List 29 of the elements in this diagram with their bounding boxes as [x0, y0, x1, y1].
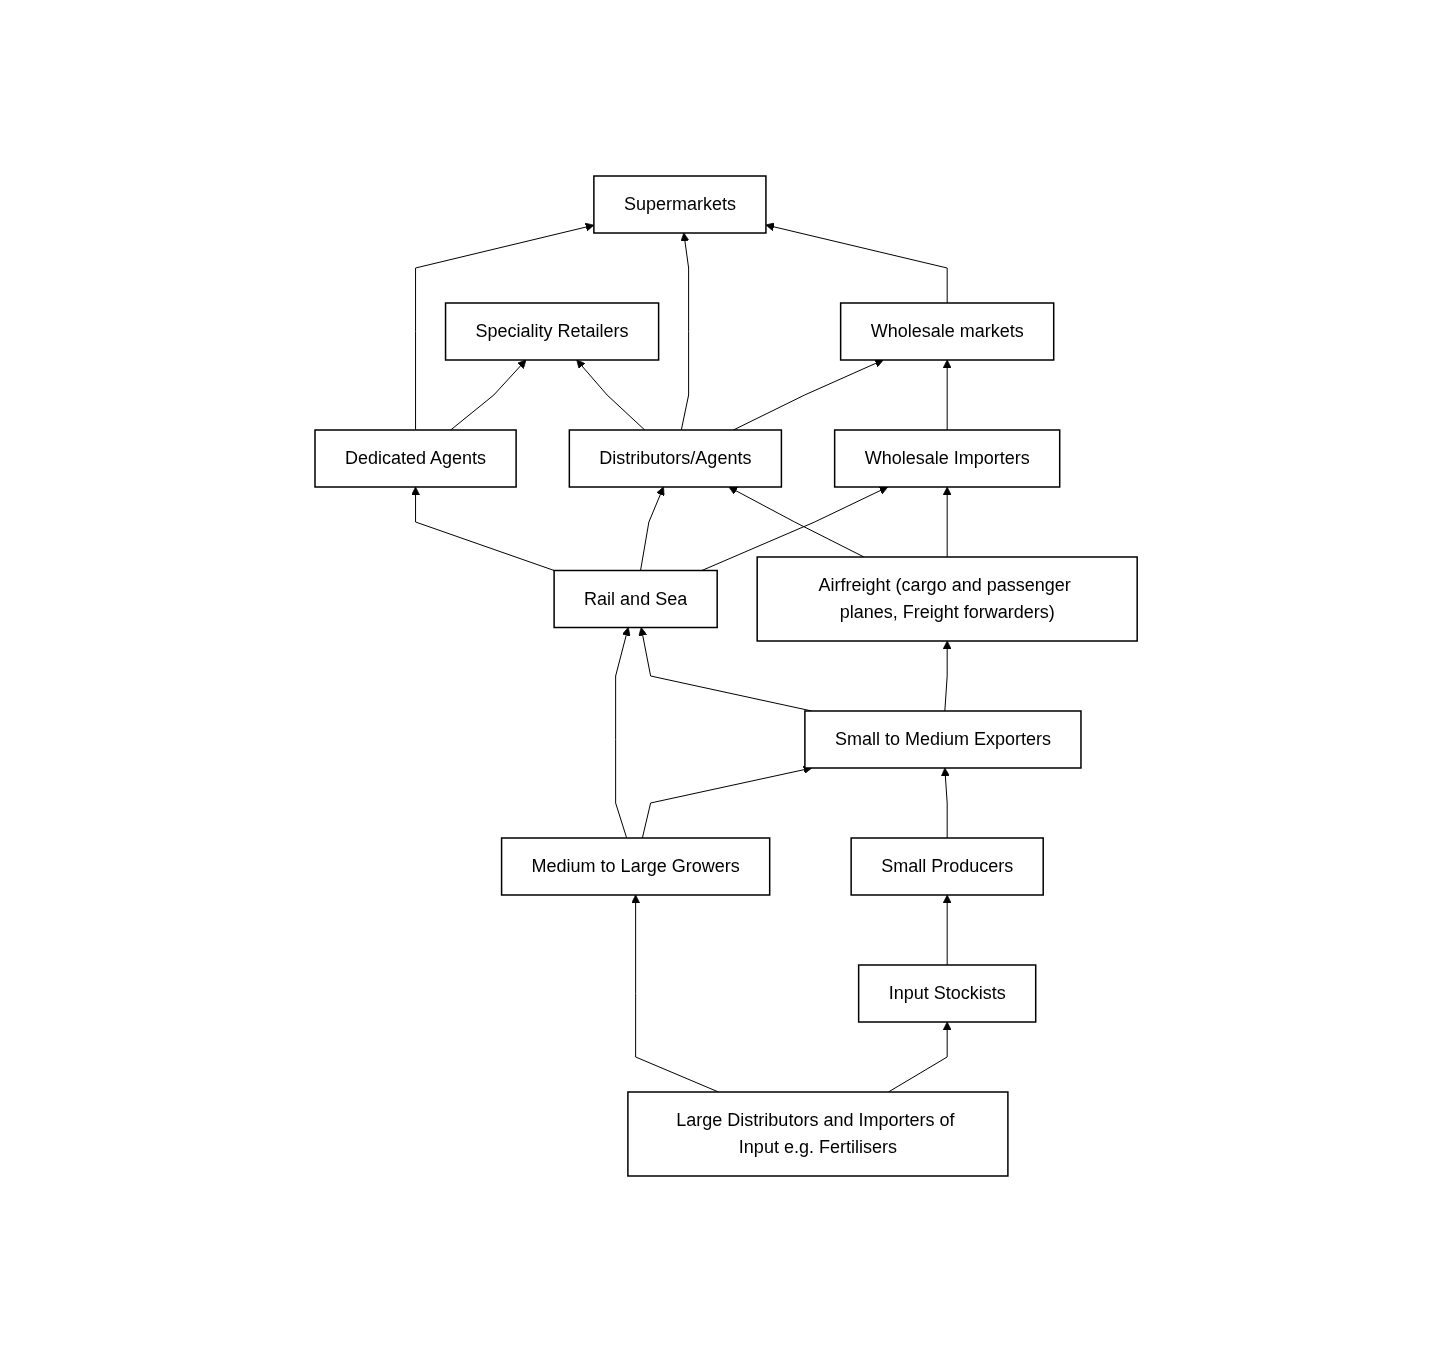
arrow: [943, 640, 952, 712]
arrow: [680, 232, 690, 431]
arrow: [943, 359, 952, 431]
arrow: [941, 767, 951, 839]
node-box: Large Distributors and Importers of Input e.g. Fertilisers: [627, 1091, 1010, 1177]
arrow: [415, 222, 595, 431]
arrow: [576, 359, 646, 431]
node-box: Small to Medium Exporters: [804, 710, 1083, 769]
node-box: Wholesale Importers: [834, 429, 1061, 488]
node-box: Airfreight (cargo and passenger planes, Freight forwarders): [756, 556, 1139, 642]
node-box: Supermarkets: [593, 175, 768, 234]
node-box: Dedicated Agents: [314, 429, 518, 488]
arrow: [733, 359, 884, 431]
arrow: [701, 486, 889, 571]
arrow: [411, 486, 556, 571]
arrow: [640, 486, 665, 571]
arrow: [728, 486, 865, 558]
node-box: Distributors/Agents: [569, 429, 783, 488]
arrow: [615, 627, 631, 839]
arrow: [943, 486, 952, 558]
arrow: [450, 359, 527, 431]
node-box: Small Producers: [850, 837, 1045, 896]
arrow: [888, 1021, 952, 1093]
arrow: [943, 894, 952, 966]
node-box: Rail and Sea: [553, 569, 719, 629]
node-box: Input Stockists: [858, 964, 1037, 1023]
node-box: Speciality Retailers: [445, 302, 660, 361]
node-box: Wholesale markets: [840, 302, 1055, 361]
node-box: Medium to Large Growers: [501, 837, 771, 896]
